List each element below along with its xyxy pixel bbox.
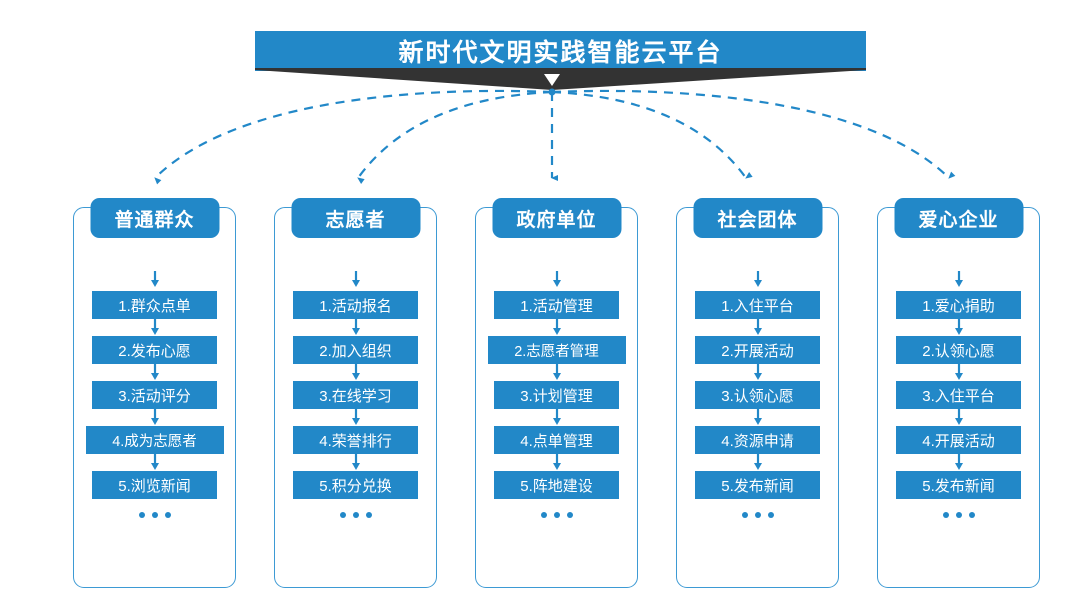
title-bar: 新时代文明实践智能云平台 (255, 31, 866, 71)
more-items-ellipsis[interactable] (339, 512, 372, 518)
step-item[interactable]: 1.活动管理 (494, 291, 619, 319)
lane-header-social-group[interactable]: 社会团体 (693, 198, 822, 238)
arrow-down-icon (953, 364, 965, 381)
chevron-down-icon (544, 74, 560, 86)
dot-icon (553, 512, 560, 518)
step-item[interactable]: 5.发布新闻 (896, 471, 1021, 499)
arrow-down-icon (752, 409, 764, 426)
arrow-down-icon (551, 454, 563, 471)
step-item[interactable]: 2.志愿者管理 (487, 336, 626, 364)
more-items-ellipsis[interactable] (540, 512, 573, 518)
step-item[interactable]: 2.认领心愿 (896, 336, 1021, 364)
dot-icon (566, 512, 573, 518)
step-item[interactable]: 2.发布心愿 (92, 336, 217, 364)
arrow-down-icon (953, 409, 965, 426)
step-item[interactable]: 3.认领心愿 (695, 381, 820, 409)
lane-header-caring-enterprise[interactable]: 爱心企业 (894, 198, 1023, 238)
step-item[interactable]: 5.浏览新闻 (92, 471, 217, 499)
dot-icon (151, 512, 158, 518)
arrow-down-icon (350, 409, 362, 426)
step-item[interactable]: 4.资源申请 (695, 426, 820, 454)
arrow-down-icon (953, 271, 965, 288)
arrow-down-icon (953, 454, 965, 471)
lane-body-caring-enterprise: 1.爱心捐助 2.认领心愿 3.入住平台 4.开展活动 5.发布新闻 (878, 208, 1039, 587)
lane-header-volunteer[interactable]: 志愿者 (291, 198, 420, 238)
lane-social-group[interactable]: 社会团体 1.入住平台 2.开展活动 3.认领心愿 4.资源申请 5.发布新闻 (676, 198, 839, 588)
step-item[interactable]: 5.发布新闻 (695, 471, 820, 499)
step-item[interactable]: 3.活动评分 (92, 381, 217, 409)
step-item[interactable]: 4.荣誉排行 (293, 426, 418, 454)
more-items-ellipsis[interactable] (741, 512, 774, 518)
dot-icon (767, 512, 774, 518)
arrow-down-icon (149, 364, 161, 381)
arrow-down-icon (551, 409, 563, 426)
arrow-down-icon (551, 271, 563, 288)
step-item[interactable]: 5.阵地建设 (494, 471, 619, 499)
lane-header-government-unit[interactable]: 政府单位 (492, 198, 621, 238)
lane-body-general-public: 1.群众点单 2.发布心愿 3.活动评分 4.成为志愿者 5.浏览新闻 (74, 208, 235, 587)
arrow-down-icon (149, 271, 161, 288)
lane-header-general-public[interactable]: 普通群众 (90, 198, 219, 238)
lane-general-public[interactable]: 普通群众 1.群众点单 2.发布心愿 3.活动评分 4.成为志愿者 5.浏览新闻 (73, 198, 236, 588)
step-item[interactable]: 2.开展活动 (695, 336, 820, 364)
arrow-down-icon (149, 319, 161, 336)
step-item[interactable]: 1.活动报名 (293, 291, 418, 319)
connector-to-volunteer (357, 90, 553, 184)
step-item[interactable]: 1.入住平台 (695, 291, 820, 319)
arrow-down-icon (551, 319, 563, 336)
step-item[interactable]: 3.在线学习 (293, 381, 418, 409)
step-item[interactable]: 5.积分兑换 (293, 471, 418, 499)
arrow-down-icon (752, 319, 764, 336)
arrow-down-icon (752, 271, 764, 288)
step-item[interactable]: 4.开展活动 (896, 426, 1021, 454)
lane-body-government-unit: 1.活动管理 2.志愿者管理 3.计划管理 4.点单管理 5.阵地建设 (476, 208, 637, 587)
arrow-down-icon (953, 319, 965, 336)
title-ribbon-shadow (255, 68, 866, 90)
platform-title-banner: 新时代文明实践智能云平台 (255, 31, 866, 71)
step-item[interactable]: 1.群众点单 (92, 291, 217, 319)
lane-government-unit[interactable]: 政府单位 1.活动管理 2.志愿者管理 3.计划管理 4.点单管理 5.阵地建设 (475, 198, 638, 588)
dot-icon (968, 512, 975, 518)
dot-icon (754, 512, 761, 518)
arrow-down-icon (350, 319, 362, 336)
step-item[interactable]: 1.爱心捐助 (896, 291, 1021, 319)
arrow-down-icon (350, 454, 362, 471)
connector-to-social-group (551, 90, 753, 179)
dot-icon (741, 512, 748, 518)
dot-icon (138, 512, 145, 518)
dot-icon (339, 512, 346, 518)
more-items-ellipsis[interactable] (942, 512, 975, 518)
more-items-ellipsis[interactable] (138, 512, 171, 518)
arrow-down-icon (752, 454, 764, 471)
dot-icon (365, 512, 372, 518)
arrow-down-icon (149, 454, 161, 471)
step-item[interactable]: 4.点单管理 (494, 426, 619, 454)
dot-icon (164, 512, 171, 518)
step-item[interactable]: 3.计划管理 (494, 381, 619, 409)
arrow-down-icon (149, 409, 161, 426)
hub-node (548, 88, 556, 96)
dot-icon (540, 512, 547, 518)
connector-to-general-public (154, 89, 553, 185)
lane-body-social-group: 1.入住平台 2.开展活动 3.认领心愿 4.资源申请 5.发布新闻 (677, 208, 838, 587)
arrow-down-icon (551, 364, 563, 381)
dot-icon (955, 512, 962, 518)
step-item[interactable]: 4.成为志愿者 (85, 426, 224, 454)
arrow-down-icon (350, 271, 362, 288)
lane-body-volunteer: 1.活动报名 2.加入组织 3.在线学习 4.荣誉排行 5.积分兑换 (275, 208, 436, 587)
dot-icon (942, 512, 949, 518)
dot-icon (352, 512, 359, 518)
connector-to-caring-enterprise (551, 89, 956, 179)
arrow-down-icon (350, 364, 362, 381)
lane-volunteer[interactable]: 志愿者 1.活动报名 2.加入组织 3.在线学习 4.荣誉排行 5.积分兑换 (274, 198, 437, 588)
step-item[interactable]: 3.入住平台 (896, 381, 1021, 409)
lane-caring-enterprise[interactable]: 爱心企业 1.爱心捐助 2.认领心愿 3.入住平台 4.开展活动 5.发布新闻 (877, 198, 1040, 588)
arrow-down-icon (752, 364, 764, 381)
step-item[interactable]: 2.加入组织 (293, 336, 418, 364)
page-title: 新时代文明实践智能云平台 (398, 39, 723, 67)
